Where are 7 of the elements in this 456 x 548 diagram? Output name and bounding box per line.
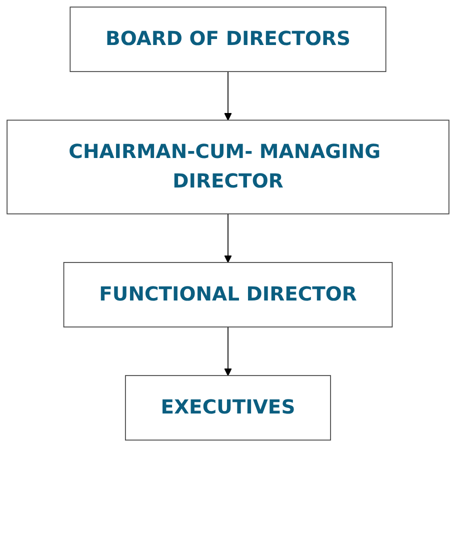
node-box: FUNCTIONAL DIRECTOR	[63, 262, 393, 328]
node-box: BOARD OF DIRECTORS	[70, 6, 386, 72]
arrow	[224, 326, 232, 376]
node-box: CHAIRMAN-CUM- MANAGING DIRECTOR	[6, 120, 450, 214]
arrow	[224, 213, 232, 263]
arrow	[224, 71, 232, 121]
node-box: EXECUTIVES	[125, 375, 331, 441]
